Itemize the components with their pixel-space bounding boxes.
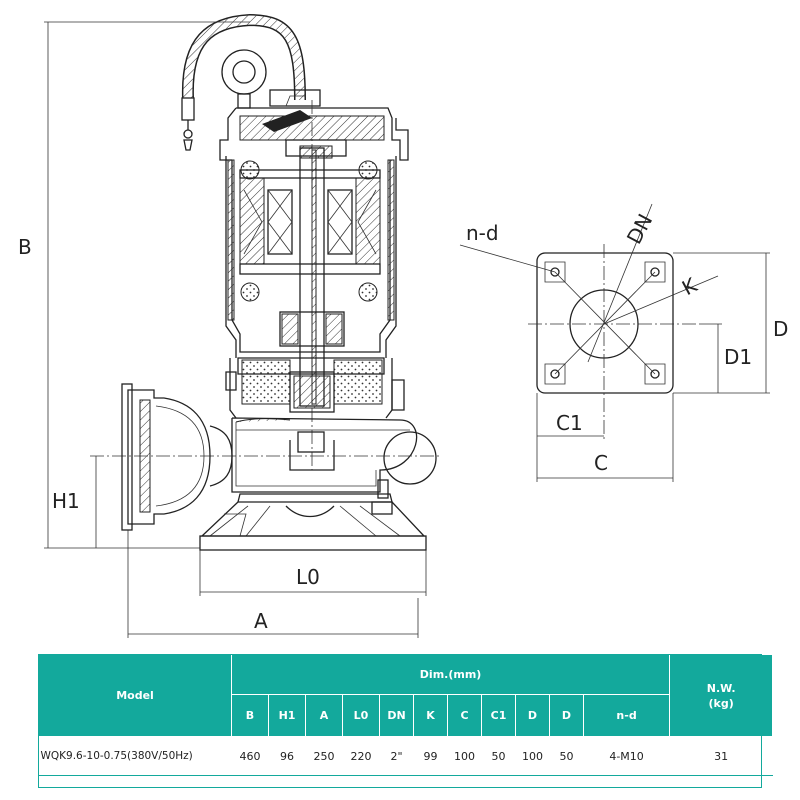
dim-value-cell: 460	[231, 736, 269, 776]
dim-label-a: A	[254, 609, 268, 633]
pump-section-view	[90, 13, 440, 551]
dim-label-n-d: n-d	[466, 221, 499, 245]
dim-label-d: D	[773, 317, 788, 341]
power-cable	[181, 13, 306, 151]
model-header: Model	[38, 654, 232, 737]
base-stand	[199, 479, 427, 551]
model-cell: WQK9.6-10-0.75(380V/50Hz)	[38, 736, 232, 776]
dim-column-header: n-d	[582, 694, 671, 737]
dim-label-d1: D1	[724, 345, 752, 369]
dim-column-header: H1	[268, 694, 306, 737]
dim-value-cell: 99	[413, 736, 448, 776]
dim-label-c: C	[594, 451, 608, 475]
stator-windings	[239, 169, 381, 275]
dim-value-cell: 4-M10	[583, 736, 670, 776]
nw-header: N.W. (kg)	[669, 654, 774, 737]
dim-column-header: L0	[342, 694, 380, 737]
pump-dimension-drawing: B H1 L0 A	[18, 13, 788, 638]
dim-value-cell: 50	[549, 736, 584, 776]
dimension-lines-flange	[536, 252, 770, 482]
flange-plan-view	[459, 203, 719, 440]
dim-label-k: K	[678, 272, 702, 300]
dim-value-cell: 250	[305, 736, 343, 776]
dim-label-c1: C1	[556, 411, 583, 435]
nw-cell: 31	[669, 736, 773, 776]
dim-value-cell: 100	[447, 736, 482, 776]
dim-value-cell: 100	[515, 736, 550, 776]
dim-column-header: A	[305, 694, 343, 737]
dim-label-b: B	[18, 235, 32, 259]
lifting-eye	[221, 49, 267, 109]
dim-column-header: K	[413, 694, 448, 737]
dim-column-header: B	[231, 694, 269, 737]
dim-column-header: C	[447, 694, 482, 737]
dim-value-cell: 96	[268, 736, 306, 776]
dim-column-header: D	[549, 694, 584, 737]
dim-value-cell: 2"	[379, 736, 414, 776]
dim-column-header: D	[515, 694, 550, 737]
dim-column-header: C1	[481, 694, 516, 737]
dim-header: Dim.(mm)	[230, 654, 671, 695]
dim-label-dn: DN	[622, 210, 657, 248]
discharge-elbow	[121, 383, 233, 531]
dim-label-l0: L0	[296, 565, 320, 589]
cable-gland	[269, 89, 321, 107]
dim-label-h1: H1	[52, 489, 80, 513]
dim-value-cell: 220	[342, 736, 380, 776]
dimension-lines-pump	[44, 21, 427, 638]
dim-column-header: DN	[379, 694, 414, 737]
dim-value-cell: 50	[481, 736, 516, 776]
